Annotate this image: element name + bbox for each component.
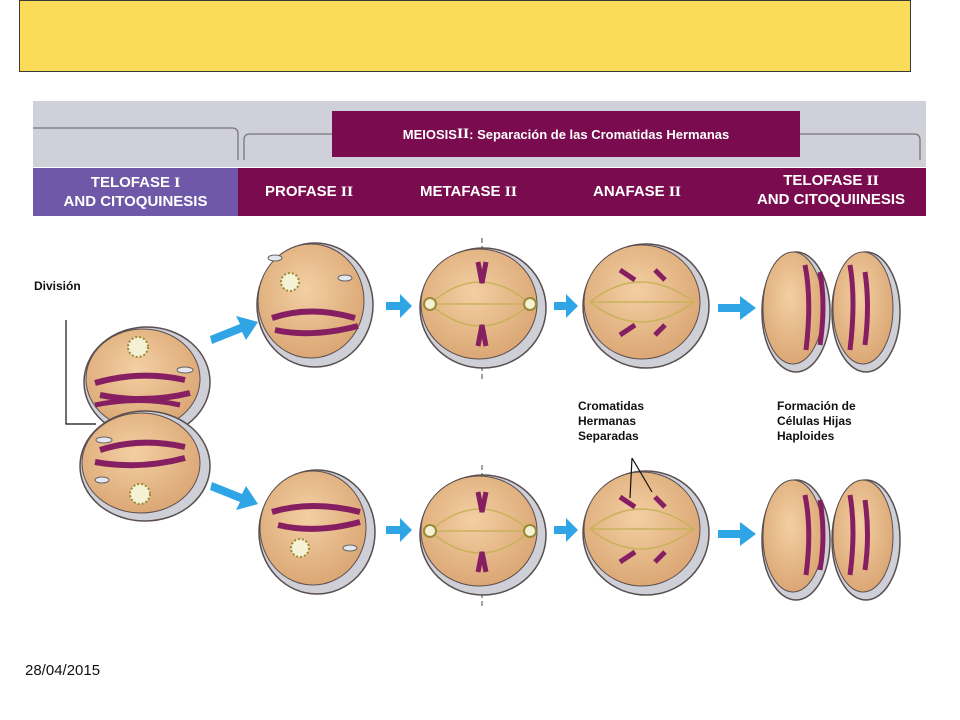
profase-ii-bottom-cell [258, 469, 376, 595]
arrow-icon [718, 296, 756, 320]
anafase-ii-bottom-cell [582, 470, 710, 596]
profase-label: PROFASE [265, 183, 341, 200]
telofase-ii-top-cells [761, 251, 901, 373]
arrow-icon [210, 316, 258, 344]
telofase-i-cell [79, 326, 211, 522]
cromatidas-line: Hermanas [578, 414, 637, 428]
division-label: División [34, 279, 81, 293]
formacion-line: Formación de [777, 399, 856, 413]
metafase-ii-bottom-cell [419, 465, 547, 606]
cromatidas-line: Cromatidas [578, 399, 645, 413]
telofase-ii-roman: II [866, 174, 879, 189]
anafase-label: ANAFASE [593, 183, 669, 200]
formacion-line: Células Hijas [777, 414, 852, 428]
phase-telofase-ii: TELOFASE II AND CITOQUIINESIS [736, 172, 926, 209]
meiosis-prefix: MEIOSIS [402, 126, 457, 142]
phase-profase-ii: PROFASE II [265, 183, 353, 202]
cromatidas-line: Separadas [578, 429, 639, 443]
meiosis-suffix: : Separación de las Cromatidas Hermanas [469, 126, 730, 142]
phase-metafase-ii: METAFASE II [420, 183, 517, 202]
metafase-label: METAFASE [420, 183, 505, 200]
telofase-ii-label: TELOFASE [783, 172, 867, 189]
footer-date: 28/04/2015 [25, 662, 101, 679]
anafase-ii-top-cell [582, 243, 710, 369]
arrow-icon [386, 294, 412, 318]
arrow-icon [554, 294, 578, 318]
title-box [19, 0, 911, 72]
telofase-i-line2: AND CITOQUINESIS [63, 193, 208, 210]
arrow-icon [554, 518, 578, 542]
phase-telofase-i: TELOFASE I AND CITOQUINESIS [33, 168, 238, 216]
meiosis-ii-banner: MEIOSIS II: Separación de las Cromatidas… [332, 111, 800, 157]
metafase-roman: II [504, 185, 517, 200]
metafase-ii-top-cell [419, 238, 547, 380]
telofase-i-label: TELOFASE [90, 174, 175, 191]
formacion-label: Formación de Células Hijas Haploides [777, 399, 856, 444]
profase-ii-top-cell [256, 242, 374, 368]
telofase-i-roman: I [174, 176, 181, 191]
phase-anafase-ii: ANAFASE II [593, 183, 681, 202]
arrow-icon [718, 522, 756, 546]
anafase-roman: II [668, 185, 682, 200]
arrow-icon [210, 482, 258, 510]
cromatidas-leader-line [629, 457, 653, 499]
cromatidas-label: Cromatidas Hermanas Separadas [578, 399, 644, 444]
meiosis-roman: II [456, 126, 470, 142]
division-leader-line [65, 320, 96, 425]
telofase-ii-bottom-cells [761, 479, 901, 601]
telofase-ii-line2: AND CITOQUIINESIS [756, 191, 906, 208]
arrow-icon [386, 518, 412, 542]
formacion-line: Haploides [777, 429, 835, 443]
profase-roman: II [340, 185, 354, 200]
